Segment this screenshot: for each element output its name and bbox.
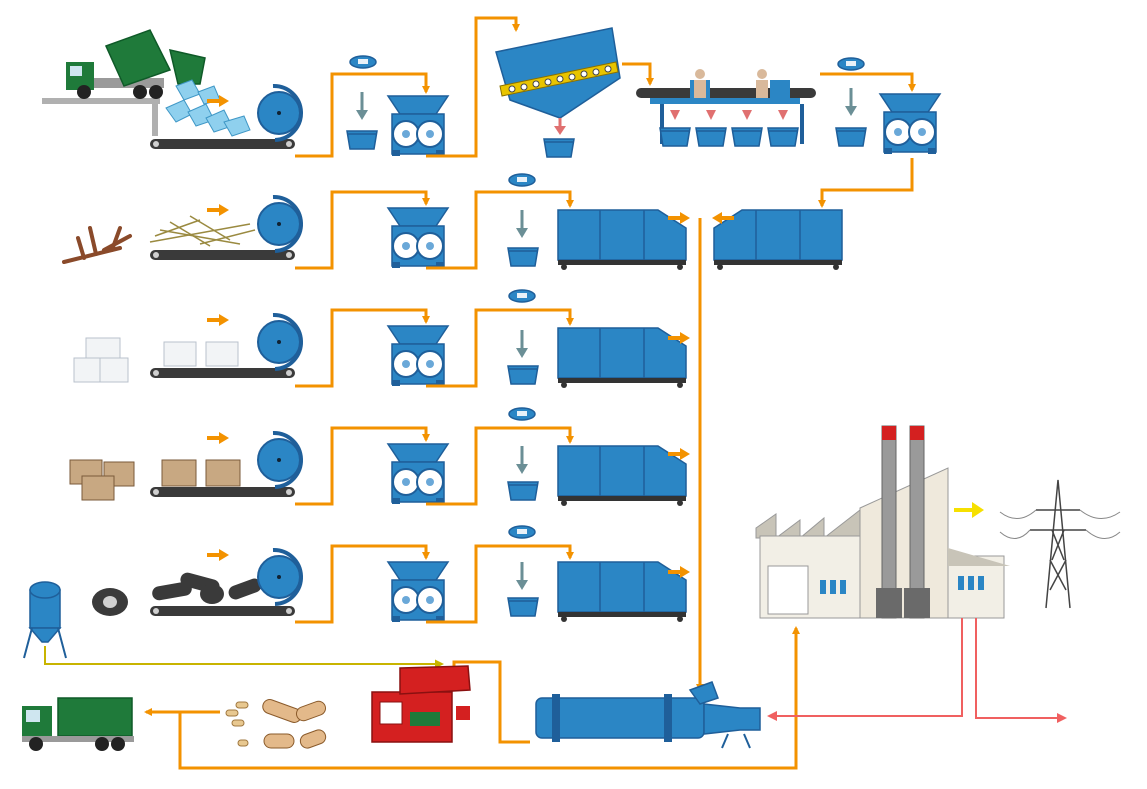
tyre-icon <box>92 588 128 616</box>
row-wooden-pallets <box>69 407 690 507</box>
delivery-truck-icon <box>22 697 134 751</box>
conveyor-belt <box>150 606 295 616</box>
magnet-separator-icon <box>508 173 536 187</box>
garage-door <box>767 565 809 615</box>
manual-sorting-station <box>636 69 816 147</box>
silo-icon <box>23 581 67 659</box>
flow-arrow <box>207 432 229 444</box>
separation-arrow <box>514 208 530 240</box>
drum-screen <box>256 83 304 142</box>
magnet-separator-icon <box>508 407 536 421</box>
magnet-separator-icon <box>837 57 865 71</box>
chimney-icon <box>904 425 930 619</box>
sorting-worker-icon <box>694 69 706 98</box>
rotary-dryer <box>535 681 761 749</box>
unloading-ramp <box>42 98 160 104</box>
storage-container <box>557 209 687 271</box>
separation-arrow <box>354 90 370 122</box>
branch-pile <box>149 215 256 247</box>
metal-bin <box>835 127 867 147</box>
conveyor-belt <box>150 368 295 378</box>
pellet-press-icon <box>371 665 471 743</box>
pallet-icon <box>69 459 135 501</box>
separation-arrow <box>514 444 530 476</box>
magnet-separator-icon <box>349 55 377 69</box>
fine-shredder <box>879 93 941 155</box>
conveyor-belt <box>150 250 295 260</box>
drum-screen <box>256 194 304 253</box>
screening-hopper <box>495 27 621 119</box>
paper-bales-on-belt <box>163 341 239 367</box>
power-pylon-icon <box>999 479 1121 609</box>
tyres-on-belt <box>152 572 262 604</box>
conveyor-belt <box>150 487 295 497</box>
row-paper-bales <box>73 289 690 389</box>
metal-bin <box>346 130 378 150</box>
pre-shredder <box>387 95 449 157</box>
separation-arrow <box>514 560 530 592</box>
shredder <box>387 207 449 269</box>
drum-screen <box>256 547 304 606</box>
row-household-waste <box>42 27 941 158</box>
shredder <box>387 561 449 623</box>
storage-container <box>557 561 687 623</box>
flow-arrow <box>207 204 229 216</box>
paper-bale-icon <box>73 337 129 383</box>
shredder <box>387 443 449 505</box>
metal-bin <box>507 597 539 617</box>
fines-bin <box>543 138 575 158</box>
conveyor-belt <box>150 139 295 149</box>
separation-arrow-red <box>554 118 566 135</box>
magnet-separator-icon <box>508 289 536 303</box>
flow-arrow <box>207 549 229 561</box>
power-plant <box>755 425 1010 619</box>
drum-screen <box>256 430 304 489</box>
garbage-truck-icon <box>66 29 206 99</box>
metal-bin <box>507 365 539 385</box>
metal-bin <box>507 247 539 267</box>
drum-screen <box>256 312 304 371</box>
magnet-separator-icon <box>508 525 536 539</box>
storage-container <box>557 327 687 389</box>
electricity-arrow <box>954 502 984 518</box>
heat-return-lines <box>767 618 1067 723</box>
row-tyres <box>92 525 690 623</box>
waste-bags <box>165 79 251 137</box>
shredder <box>387 325 449 387</box>
biomass-feed-line <box>44 646 444 669</box>
separation-arrow <box>514 328 530 360</box>
pallets-on-belt <box>161 459 241 487</box>
chimney-icon <box>876 425 902 619</box>
sorting-worker-icon <box>756 69 768 98</box>
wood-pellets-icon <box>225 701 249 747</box>
metal-bin <box>507 481 539 501</box>
storage-container <box>557 445 687 507</box>
branch-icon <box>62 226 132 264</box>
ramp-support <box>152 104 158 136</box>
briquettes-icon <box>262 699 327 749</box>
row-wood-branches <box>62 173 843 271</box>
flow-arrow <box>207 314 229 326</box>
separation-arrow <box>843 86 859 118</box>
